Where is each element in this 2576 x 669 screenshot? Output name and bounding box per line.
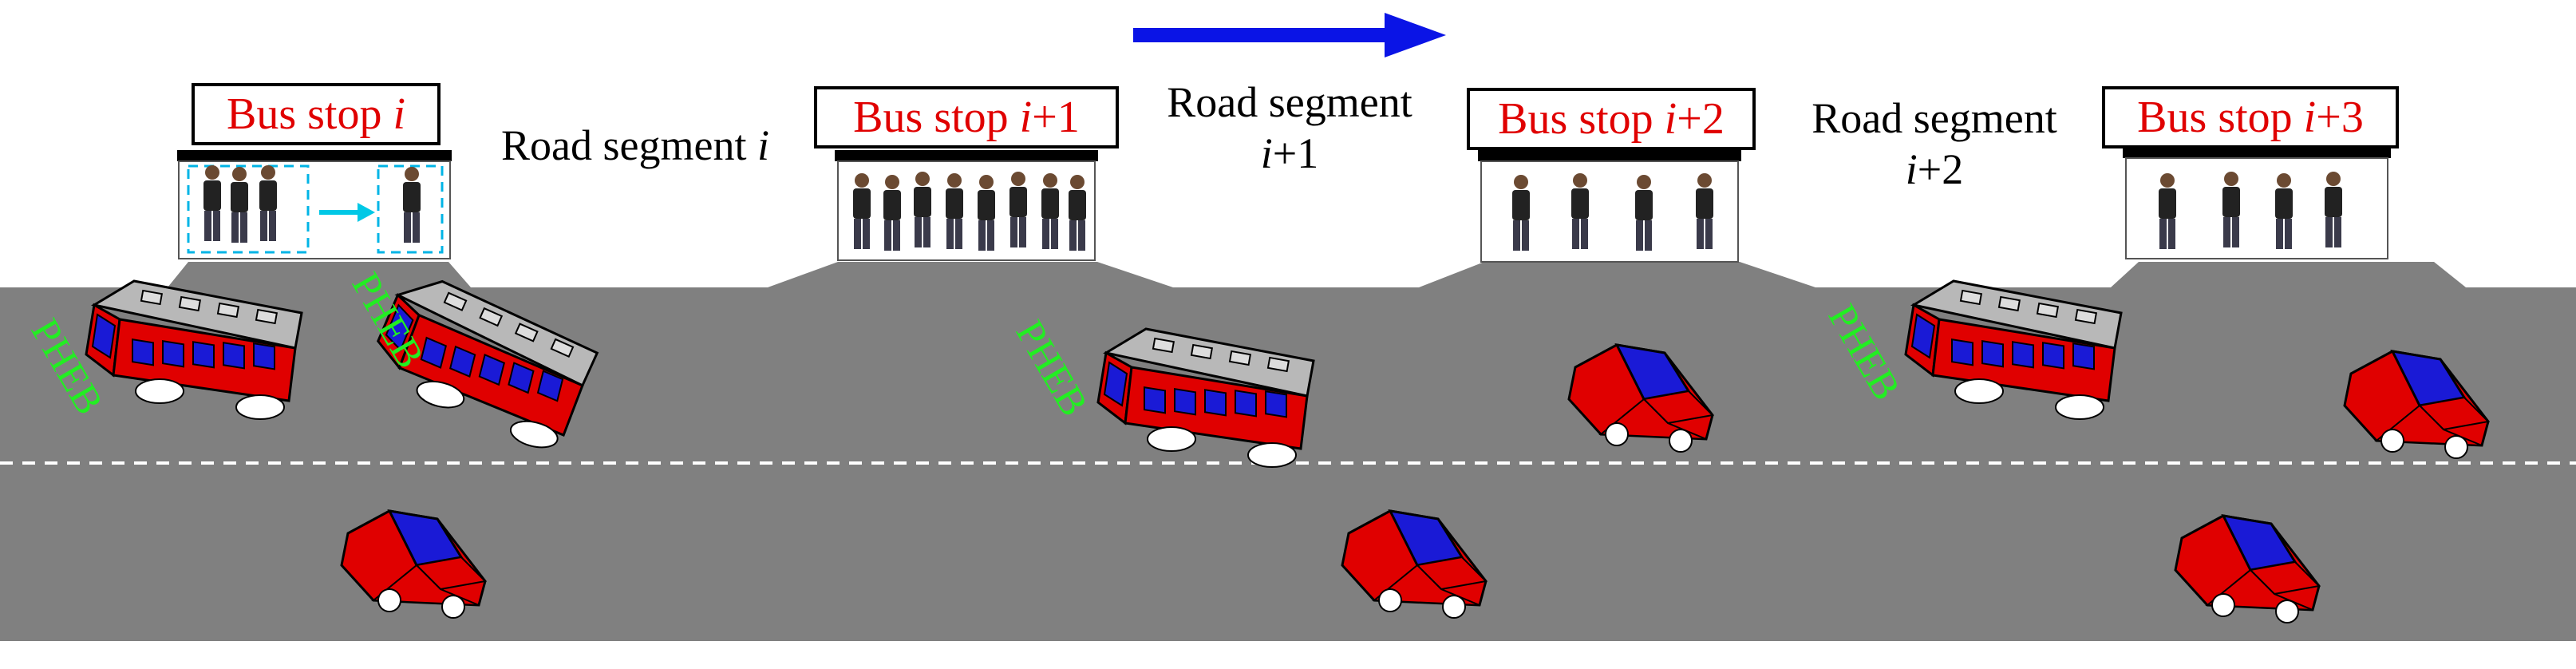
road-segment-label-3-line1: Road segment <box>1811 94 2057 142</box>
bus-stop-shelter-3 <box>1478 150 1741 263</box>
road-segment-label-1: Road segment i <box>501 121 769 169</box>
bus-stop-label-4: Bus stop i+3 <box>2102 86 2399 148</box>
bus-stop-label-2: Bus stop i+1 <box>814 86 1119 148</box>
road-segment-label-2-line2: i+1 <box>1260 129 1319 177</box>
bus-stop-shelter-4 <box>2123 147 2391 259</box>
bus-stop-shelter-2 <box>835 150 1098 261</box>
bus-stop-label-3: Bus stop i+2 <box>1467 88 1756 150</box>
passenger-arrow-icon <box>319 203 375 222</box>
arrow-right-icon <box>1133 13 1446 57</box>
bus-stop-label-1: Bus stop i <box>192 83 441 145</box>
road-segment-label-2: Road segment i+1 <box>1130 77 1449 179</box>
bus-stop-shelter-1 <box>177 150 452 259</box>
road-segment-label-3: Road segment i+2 <box>1775 93 2094 195</box>
road-segment-label-3-line2: i+2 <box>1905 145 1964 193</box>
road-segment-label-2-line1: Road segment <box>1167 78 1412 126</box>
